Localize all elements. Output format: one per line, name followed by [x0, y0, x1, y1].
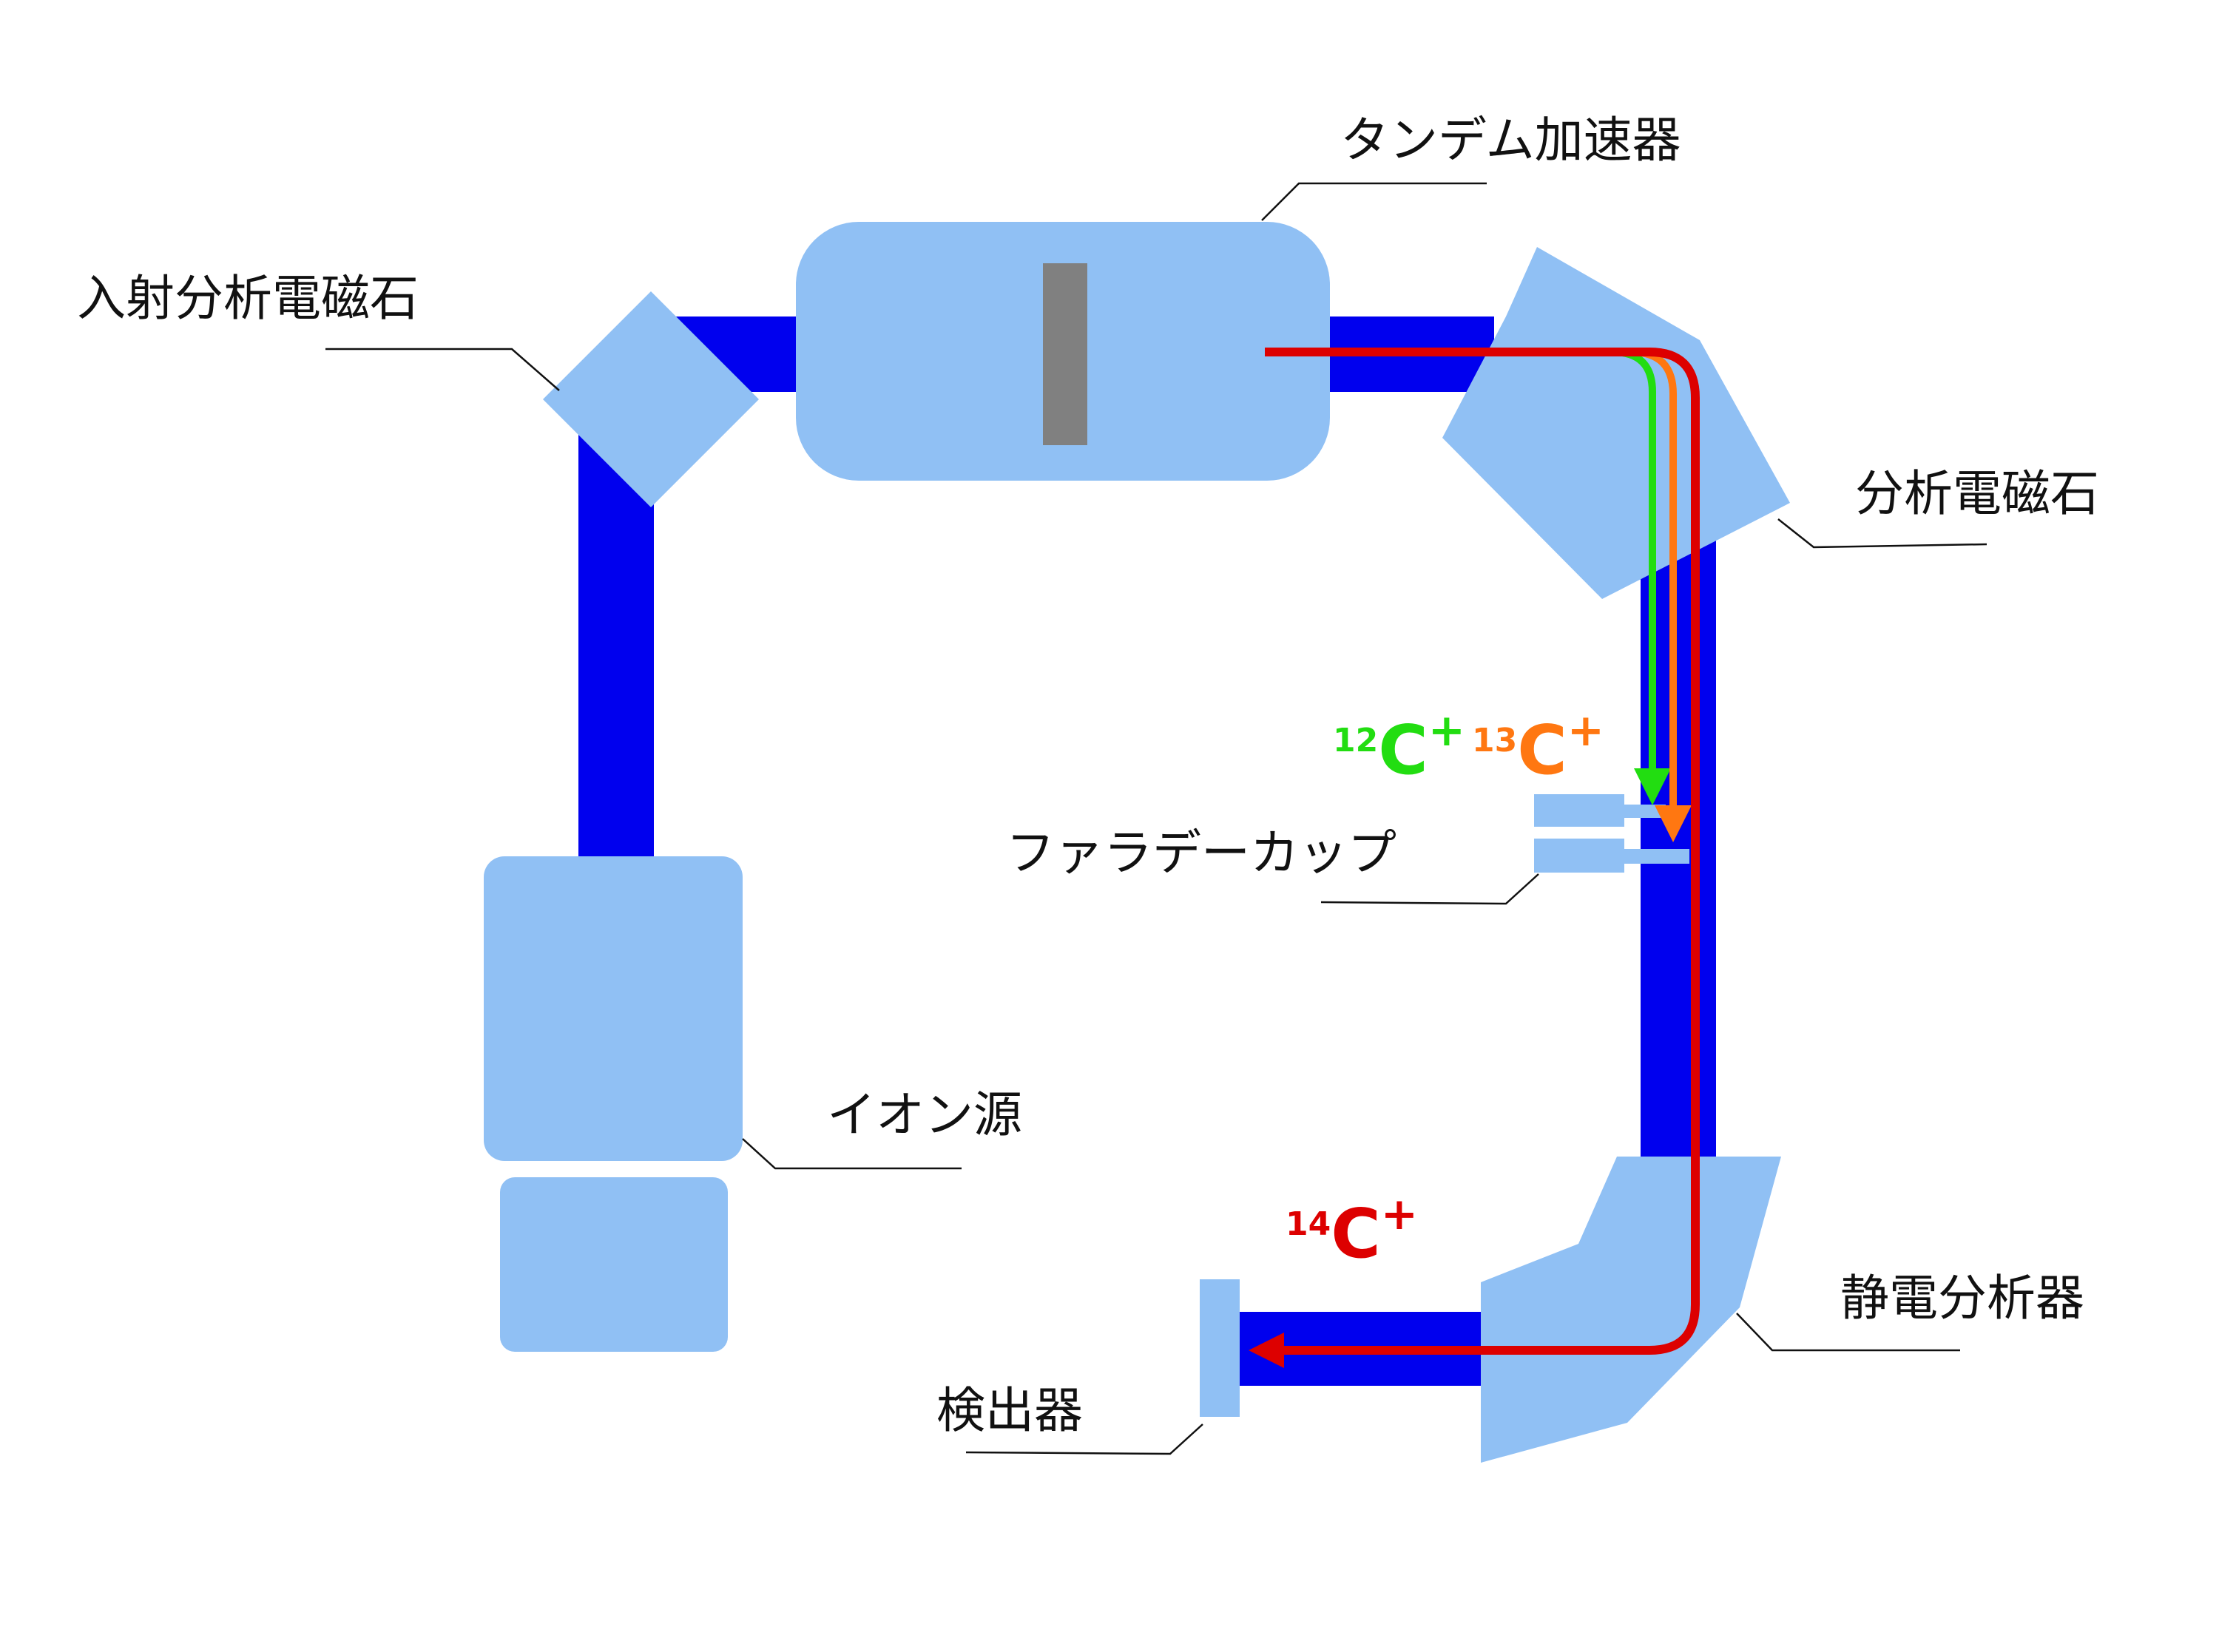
label-ion-source: イオン源	[827, 1086, 1022, 1143]
detector	[1200, 1279, 1240, 1417]
leader-electrostatic-analyzer	[1736, 1313, 1960, 1352]
leader-injection-magnet	[325, 348, 560, 391]
label-injection-magnet: 入射分析電磁石	[77, 270, 419, 327]
leader-ion-source	[742, 1138, 962, 1170]
leader-faraday-cup	[1320, 873, 1539, 905]
ion-source-lower	[500, 1177, 728, 1352]
faraday-cup-lower-stem	[1624, 849, 1689, 864]
label-tandem-accelerator: タンデム加速器	[1340, 112, 1681, 169]
stripper	[1043, 263, 1087, 445]
label-analysis-magnet: 分析電磁石	[1855, 465, 2099, 522]
labels: タンデム加速器 入射分析電磁石 分析電磁石 ファラデーカップ イオン源 静電分析…	[77, 112, 2099, 1439]
faraday-cup-lower	[1534, 839, 1624, 873]
beamline-ion-source-vertical	[578, 427, 654, 871]
leader-detector	[965, 1424, 1203, 1455]
label-electrostatic-analyzer: 静電分析器	[1840, 1270, 2084, 1327]
label-faraday-cup: ファラデーカップ	[1006, 825, 1396, 881]
faraday-cup-upper-stem	[1624, 805, 1666, 818]
faraday-cup-upper	[1534, 794, 1624, 827]
injection-magnet	[543, 291, 759, 507]
leader-analysis-magnet	[1777, 518, 1987, 549]
analysis-magnet	[1442, 247, 1790, 599]
c14-label: 14C+	[1286, 1188, 1418, 1273]
c13-label: 13C+	[1472, 705, 1604, 790]
c12-label: 12C+	[1333, 705, 1465, 790]
ion-paths	[1249, 348, 1700, 1368]
leader-tandem-accelerator	[1261, 182, 1487, 221]
ion-source-upper	[484, 856, 743, 1161]
faraday-cup	[1534, 794, 1689, 873]
label-detector: 検出器	[936, 1382, 1083, 1439]
electrostatic-analyzer	[1481, 1157, 1781, 1463]
leader-lines	[325, 182, 1987, 1455]
c14-path	[1249, 348, 1700, 1368]
